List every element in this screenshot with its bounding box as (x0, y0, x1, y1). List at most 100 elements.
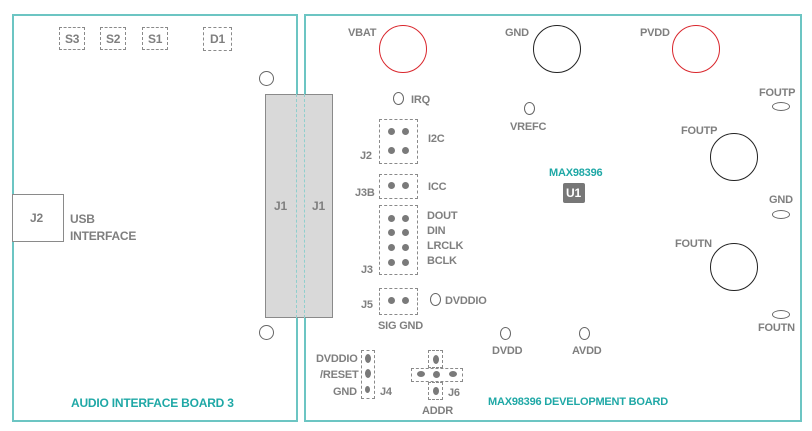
pin (402, 297, 409, 304)
mounting-hole-bottom (259, 325, 274, 340)
pvdd-terminal[interactable] (672, 25, 720, 73)
jumper-j3-audio-interface[interactable] (379, 205, 418, 275)
pin (388, 259, 395, 266)
jumper-j3b-icc[interactable] (379, 174, 418, 199)
j3-pin-bclk: BCLK (427, 255, 457, 267)
pin (402, 215, 409, 222)
dvdd-label: DVDD (492, 345, 523, 357)
j5-bottom-label: SIG GND (378, 320, 424, 332)
j2-function-label: I2C (428, 133, 445, 145)
pin (365, 354, 371, 363)
vrefc-label: VREFC (510, 121, 547, 133)
pin (388, 215, 395, 222)
j6-function-label: ADDR (422, 405, 453, 417)
foutn-test-point[interactable] (772, 310, 790, 319)
gnd-test-point[interactable] (772, 210, 790, 219)
jumper-j5-sig-gnd[interactable] (379, 288, 418, 315)
irq-label: IRQ (411, 94, 430, 106)
pin (388, 244, 395, 251)
j3-pin-dout: DOUT (427, 210, 458, 222)
pin (388, 297, 395, 304)
jumper-j4[interactable] (361, 350, 375, 399)
pin (449, 371, 457, 377)
j4-ref-label: J4 (380, 386, 392, 398)
pin (388, 147, 395, 154)
j1-dashed-line-left (296, 94, 297, 318)
led-d1: D1 (203, 27, 232, 51)
j3b-ref-label: J3B (355, 187, 375, 199)
foutn-tp-label: FOUTN (758, 322, 795, 334)
j1-label-left: J1 (274, 199, 287, 213)
vbat-terminal[interactable] (379, 25, 427, 73)
foutn-label: FOUTN (675, 238, 712, 250)
audio-board-title: AUDIO INTERFACE BOARD 3 (71, 396, 234, 410)
pin (402, 182, 409, 189)
usb-connector-j2[interactable]: J2 (12, 194, 64, 242)
usb-label-line1: USB (70, 212, 95, 226)
foutp-terminal[interactable] (710, 133, 758, 181)
pin (402, 147, 409, 154)
avdd-label: AVDD (572, 345, 602, 357)
irq-test-point[interactable] (393, 92, 404, 105)
pin (433, 387, 439, 395)
dvddio-label: DVDDIO (445, 295, 487, 307)
usb-label-line2: INTERFACE (70, 229, 137, 243)
switch-s2[interactable]: S2 (100, 27, 126, 50)
j4-pin-reset: /RESET (320, 369, 359, 381)
pin (402, 259, 409, 266)
pin (433, 371, 440, 378)
foutp-label: FOUTP (681, 125, 718, 137)
avdd-test-point[interactable] (579, 327, 590, 340)
vbat-label: VBAT (348, 27, 377, 39)
j3-pin-lrclk: LRCLK (427, 240, 464, 252)
foutn-terminal[interactable] (710, 243, 758, 291)
usb-connector-ref: J2 (30, 211, 43, 225)
j5-ref-label: J5 (361, 299, 373, 311)
gnd-terminal[interactable] (533, 25, 581, 73)
board-edge-right-lower (304, 318, 306, 422)
dvddio-test-point[interactable] (430, 293, 441, 306)
switch-s1[interactable]: S1 (142, 27, 168, 50)
j6-top-outline (428, 350, 443, 368)
j6-bottom-outline (428, 382, 443, 400)
j4-pin-gnd: GND (333, 386, 357, 398)
j4-pin-dvddio: DVDDIO (316, 353, 358, 365)
j3b-function-label: ICC (428, 181, 447, 193)
pin (433, 355, 439, 364)
j2-ref-label: J2 (360, 150, 372, 162)
pvdd-label: PVDD (640, 27, 670, 39)
board-edge-left-lower (296, 318, 298, 422)
j3-pin-din: DIN (427, 225, 446, 237)
pin (365, 386, 370, 393)
j1-label-right: J1 (312, 199, 325, 213)
dvdd-test-point[interactable] (500, 327, 511, 340)
j1-header-connector[interactable] (265, 94, 333, 318)
jumper-j2-i2c[interactable] (379, 119, 418, 164)
vrefc-test-point[interactable] (524, 102, 535, 115)
pin (388, 182, 395, 189)
pin (402, 244, 409, 251)
chip-part-label: MAX98396 (549, 167, 603, 179)
pin (365, 369, 371, 378)
switch-s1-label: S1 (148, 32, 163, 46)
j6-middle-outline (411, 368, 463, 382)
foutp-test-point[interactable] (772, 102, 790, 111)
mounting-hole-top (259, 71, 274, 86)
j3-ref-label: J3 (361, 264, 373, 276)
pin (388, 229, 395, 236)
pin (402, 229, 409, 236)
chip-ref-label: U1 (566, 186, 581, 200)
switch-s3-label: S3 (65, 32, 80, 46)
j1-dashed-line-right (304, 94, 305, 318)
switch-s3[interactable]: S3 (59, 27, 85, 50)
jumper-j6-addr[interactable] (411, 350, 463, 400)
dev-board-title: MAX98396 DEVELOPMENT BOARD (488, 396, 669, 408)
switch-s2-label: S2 (106, 32, 121, 46)
gnd-label: GND (505, 27, 529, 39)
foutp-tp-label: FOUTP (759, 87, 796, 99)
pin (402, 128, 409, 135)
chip-u1[interactable]: U1 (563, 183, 585, 203)
gnd-tp-label: GND (769, 194, 793, 206)
pin (417, 371, 425, 377)
j6-ref-label: J6 (448, 387, 460, 399)
